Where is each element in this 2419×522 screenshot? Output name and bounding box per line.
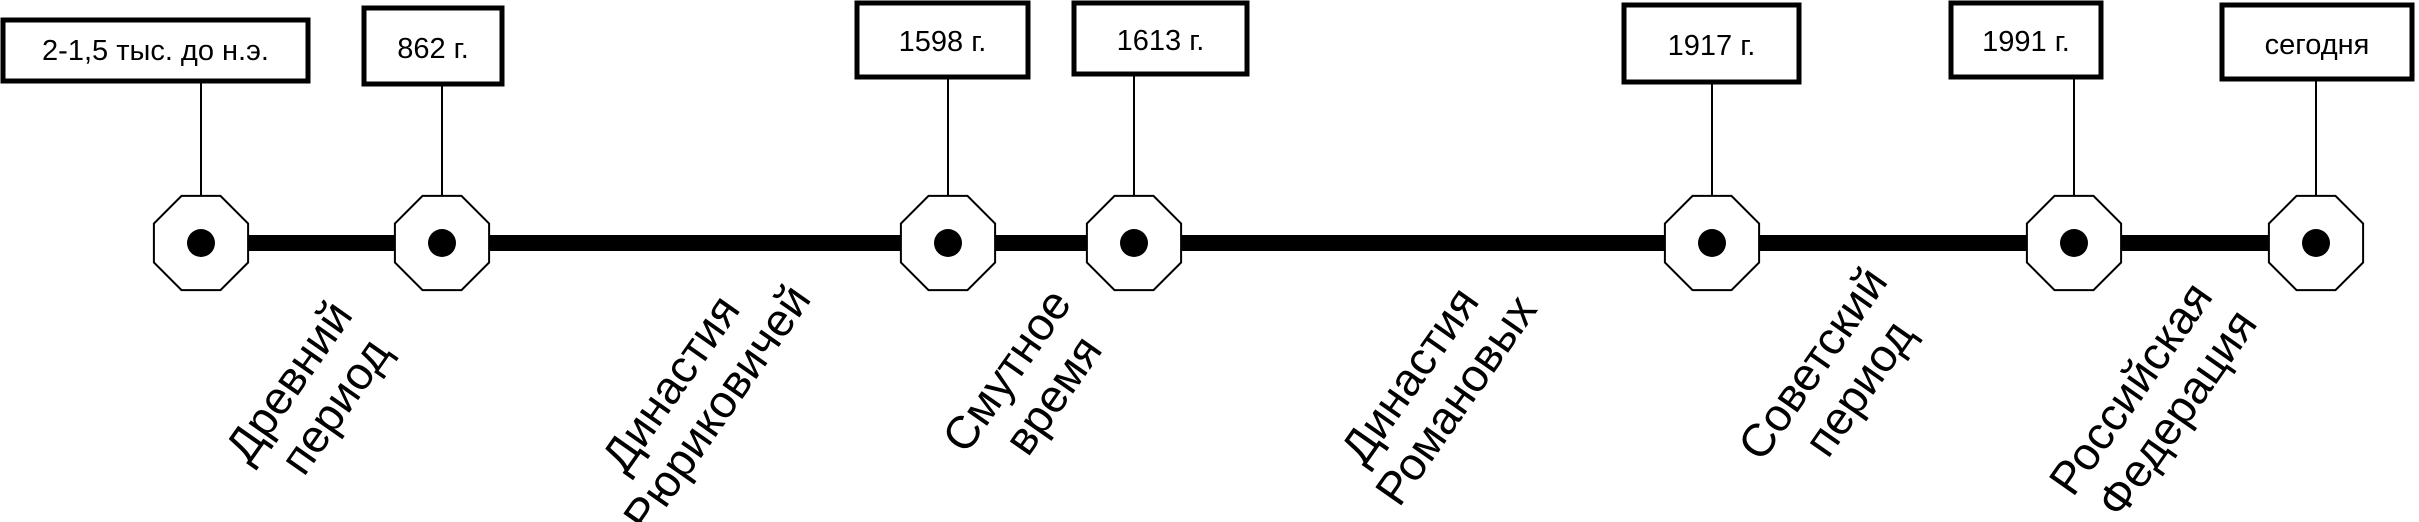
event-date-label: 862 г. (397, 33, 469, 65)
event-node-center (2060, 229, 2088, 257)
event-date-box (1621, 2, 1802, 85)
event-node-center (934, 229, 962, 257)
period-label: Династия Романовых (1322, 256, 1547, 515)
event-node-center (428, 229, 456, 257)
event-node-center (1120, 229, 1148, 257)
event-date-label: сегодня (2265, 29, 2370, 61)
event-date-label: 1598 г. (899, 26, 987, 58)
period-label: Смутное время (932, 269, 1131, 491)
event-marker: 1917 г. (1621, 2, 1802, 292)
event-node-center (2302, 229, 2330, 257)
event-node-center (187, 229, 215, 257)
event-node-center (1698, 229, 1726, 257)
event-marker: 1991 г. (1948, 0, 2123, 292)
period-label: Российская Федерация (2038, 262, 2272, 522)
event-date-box (1071, 0, 1250, 77)
event-marker: 1613 г. (1071, 0, 1250, 292)
event-date-box (361, 5, 505, 87)
event-date-box (1948, 0, 2104, 80)
event-marker: 1598 г. (854, 0, 1031, 292)
event-date-label: 1917 г. (1668, 30, 1756, 62)
period-label: Древний период (214, 281, 412, 501)
event-date-box (2219, 2, 2415, 82)
event-marker: 862 г. (361, 5, 505, 292)
period-label: Династия Рюриковичей (570, 245, 820, 522)
event-date-label: 1991 г. (1982, 26, 2070, 58)
event-date-label: 1613 г. (1117, 25, 1205, 57)
event-marker: 2-1,5 тыс. до н.э. (0, 17, 311, 292)
event-date-box (0, 17, 311, 84)
event-date-label: 2-1,5 тыс. до н.э. (42, 35, 269, 67)
period-label: Советский период (1727, 247, 1947, 499)
event-date-box (854, 0, 1031, 80)
event-marker: сегодня (2219, 2, 2415, 292)
